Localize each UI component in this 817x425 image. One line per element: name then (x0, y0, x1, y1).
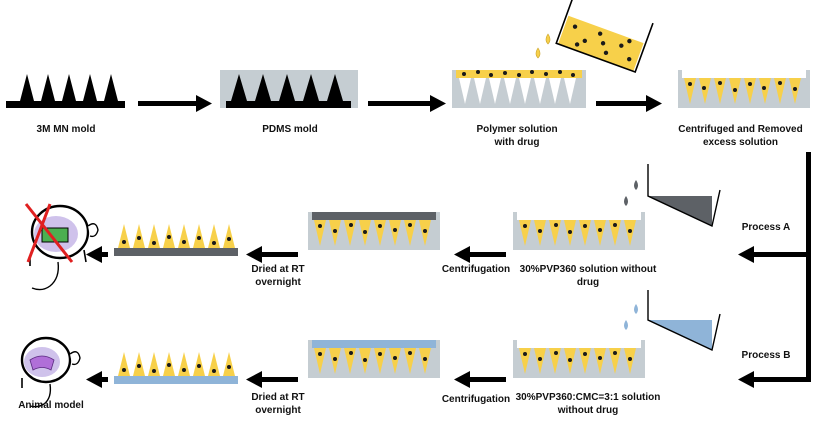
process-a-centrifuged-mold (308, 212, 440, 250)
arrow-b-centrifugation-to-dried (246, 371, 298, 388)
label-process-a-solution-line2: drug (576, 277, 600, 288)
process-b-centrifuged-mold (308, 340, 440, 378)
label-process-b-centrifugation: Centrifugation (441, 394, 511, 405)
arrow-polymer-to-centrifuged (596, 95, 662, 112)
mouse-icon-process-a (24, 203, 99, 291)
process-b-microneedle-patch (114, 352, 238, 384)
mn-mold-3m (6, 74, 125, 108)
beaker-drug-solution (535, 0, 654, 73)
label-process-b-dried-line1: Dried at RT (251, 392, 305, 403)
label-process-a: Process A (741, 222, 791, 233)
arrow-pdms-to-polymer (368, 95, 446, 112)
label-3m-mn-mold: 3M MN mold (36, 124, 96, 135)
not-applicable-cross-icon (24, 203, 74, 263)
arrow-a-patch-to-animal (86, 246, 108, 263)
beaker-cmc-solution (624, 290, 721, 352)
label-centrifuged-line1: Centrifuged and Removed (678, 124, 803, 135)
label-process-a-centrifugation: Centrifugation (441, 264, 511, 275)
polymer-solution-mold (452, 70, 586, 108)
beaker-pvp-solution (624, 164, 721, 228)
label-process-a-dried-line2: overnight (255, 277, 301, 288)
process-a-solution-mold (513, 212, 645, 250)
label-process-a-dried-line1: Dried at RT (251, 264, 305, 275)
label-process-b-dried-line2: overnight (255, 405, 301, 416)
process-b-solution-mold (513, 340, 645, 378)
arrow-a-solution-to-centrifugation (454, 246, 506, 263)
mouse-icon-process-b (20, 336, 81, 408)
centrifuged-mold (678, 70, 810, 108)
label-polymer-solution-line1: Polymer solution (476, 124, 558, 135)
process-a-microneedle-patch (114, 224, 238, 256)
label-process-a-solution-line1: 30%PVP360 solution without (519, 264, 657, 275)
label-process-b: Process B (741, 350, 791, 361)
branch-connector (738, 152, 811, 388)
label-process-b-solution-line2: without drug (557, 405, 619, 416)
label-pdms-mold: PDMS mold (262, 124, 318, 135)
pdms-mold (220, 70, 358, 108)
label-centrifuged-line2: excess solution (702, 137, 779, 148)
label-animal-model: Animal model (18, 400, 84, 411)
arrow-b-solution-to-centrifugation (454, 371, 506, 388)
arrow-mn-to-pdms (138, 95, 212, 112)
arrow-a-centrifugation-to-dried (246, 246, 298, 263)
label-polymer-solution-line2: with drug (494, 137, 540, 148)
label-process-b-solution-line1: 30%PVP360:CMC=3:1 solution (515, 392, 661, 403)
arrow-b-patch-to-animal (86, 371, 108, 388)
